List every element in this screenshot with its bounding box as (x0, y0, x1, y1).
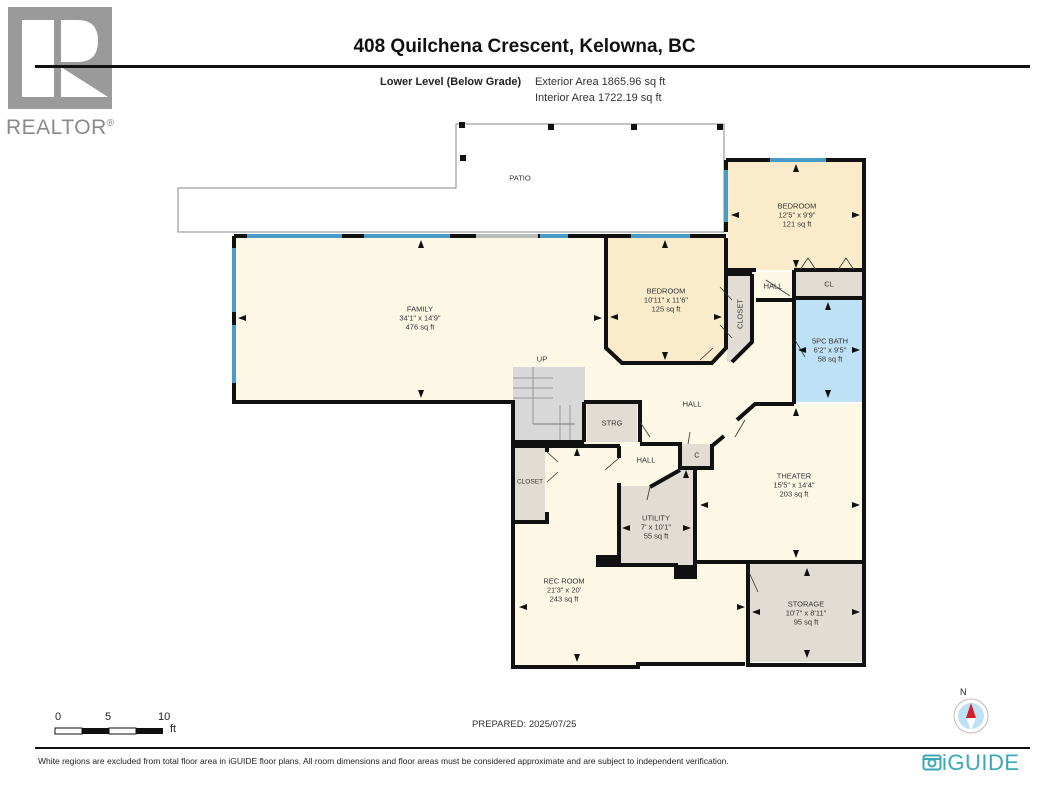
dimension-arrows (238, 164, 860, 662)
realtor-logo (8, 7, 112, 109)
room-hall-main-label: HALL (682, 399, 702, 409)
room-patio-label: PATIO (509, 173, 531, 183)
stairs-up-label: UP (536, 354, 548, 364)
realtor-wordmark: REALTOR® (6, 116, 115, 139)
interior-area: Interior Area 1722.19 sq ft (535, 92, 662, 104)
theater-fill (697, 404, 862, 560)
bedroom1-fill (606, 238, 726, 363)
room-c-label: C (694, 450, 700, 460)
property-title: 408 Quilchena Crescent, Kelowna, BC (353, 36, 696, 57)
closet-bed1-fill (727, 274, 752, 362)
room-cl-label: CL (824, 279, 834, 289)
iguide-logo: iGUIDE (922, 750, 1020, 776)
level-label: Lower Level (Below Grade) (380, 76, 522, 88)
room-closet-bed1-label: CLOSET (735, 298, 745, 330)
patio-outline (177, 123, 725, 233)
utility-fill (619, 470, 693, 575)
room-strg-label: STRG (601, 418, 623, 428)
compass-icon (953, 698, 989, 734)
room-hall-lower-label: HALL (636, 455, 656, 465)
header-divider (35, 65, 1030, 68)
scale-bar-graphic (54, 727, 163, 735)
closet-rec-fill (515, 448, 545, 520)
bath-fill (795, 298, 862, 402)
c-fill (680, 444, 710, 466)
realtor-r-icon (22, 20, 108, 97)
room-closet-rec-label: CLOSET (516, 478, 544, 486)
iguide-camera-icon (922, 754, 942, 771)
storage-fill (748, 564, 862, 662)
strg-fill (587, 404, 637, 442)
room-hall-top-label: HALL (763, 281, 783, 291)
scale-bar: 0 5 10 ft (52, 711, 192, 743)
cl-fill (795, 272, 862, 296)
windows (232, 158, 826, 383)
exterior-area: Exterior Area 1865.96 sq ft (535, 76, 666, 88)
footer-divider (35, 747, 1030, 749)
stairs-fill (513, 367, 585, 441)
prepared-date: PREPARED: 2025/07/25 (472, 719, 577, 730)
disclaimer-text: White regions are excluded from total fl… (38, 756, 729, 766)
compass-north-label: N (960, 687, 967, 697)
bedroom2-fill (728, 160, 862, 270)
